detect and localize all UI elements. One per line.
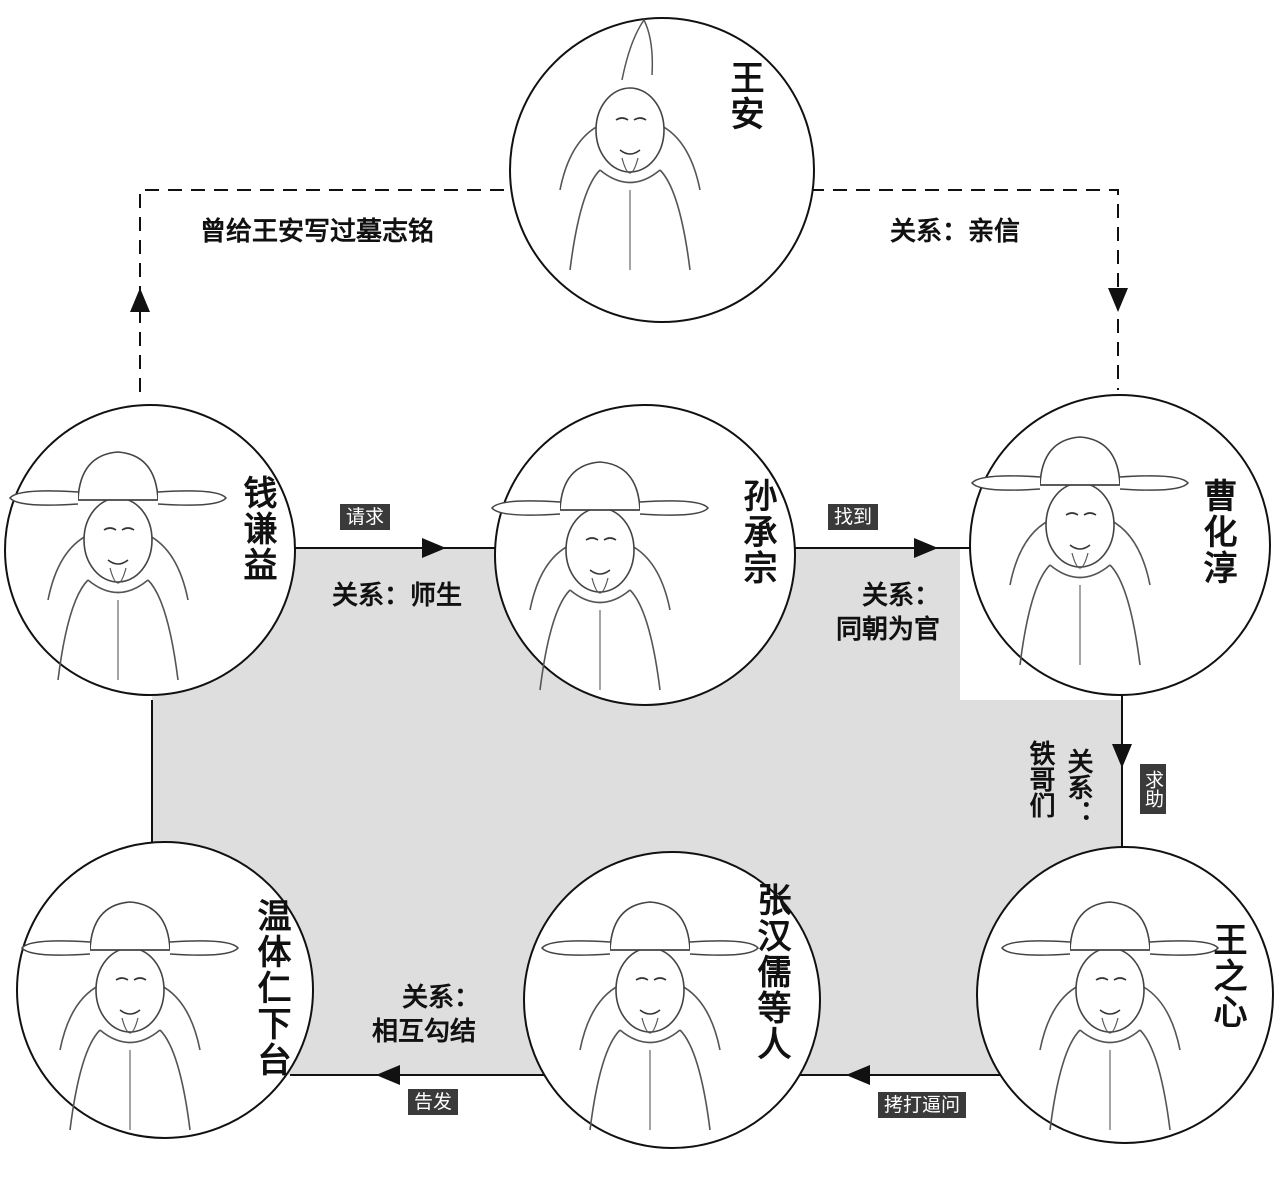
- arrow-help: [1112, 744, 1132, 768]
- action-request-tag: 请求: [340, 504, 391, 530]
- relation-qian-wang: 曾给王安写过墓志铭: [200, 217, 435, 247]
- name-zhang-hanru: 张汉儒等人: [751, 882, 791, 1062]
- relation-sun-cao-line2: 同朝为官: [836, 615, 941, 645]
- relation-wang-cao: 关系：亲信: [890, 217, 1021, 247]
- relation-cao-wangzx-line1: 关系：: [1063, 748, 1093, 826]
- arrow-dashed-down: [1108, 288, 1128, 312]
- portrait-wang-zhixin: [976, 846, 1274, 1144]
- name-cao-huachun: 曹化淳: [1197, 478, 1237, 586]
- arrowheads: [376, 538, 1132, 1085]
- portrait-sun-chengzong: [491, 404, 796, 706]
- portrait-zhang-hanru: [523, 851, 821, 1149]
- relation-sun-cao-line1: 关系：: [862, 581, 941, 611]
- arrow-dashed-up: [130, 288, 150, 312]
- action-torture-tag: 拷打逼问: [878, 1092, 967, 1118]
- portrait-qian-qianyi: [4, 404, 296, 696]
- dashed-connectors: [139, 189, 1119, 392]
- relation-qian-sun: 关系：师生: [332, 581, 463, 611]
- name-sun-chengzong: 孙承宗: [737, 478, 777, 586]
- portrait-wang-an: [509, 17, 815, 323]
- portrait-cao-huachun: [969, 394, 1271, 696]
- action-report-tag: 告发: [408, 1089, 459, 1115]
- relation-zhang-wen-line2: 相互勾结: [372, 1017, 477, 1047]
- portrait-wen-tiren: [16, 841, 314, 1139]
- action-help-tag: 求助: [1140, 764, 1166, 814]
- background-panel: [152, 548, 1122, 1075]
- relation-zhang-wen-line1: 关系：: [402, 983, 481, 1013]
- name-wang-an: 王安: [724, 60, 764, 132]
- relation-cao-wangzx-line2: 铁哥们: [1025, 740, 1055, 818]
- arrow-request: [422, 538, 446, 558]
- arrow-torture: [846, 1065, 870, 1085]
- arrow-report: [376, 1065, 400, 1085]
- action-found-tag: 找到: [828, 504, 879, 530]
- arrow-found: [914, 538, 938, 558]
- name-wen-tiren: 温体仁下台: [251, 898, 291, 1078]
- name-qian-qianyi: 钱谦益: [237, 475, 277, 583]
- name-wang-zhixin: 王之心: [1207, 922, 1247, 1030]
